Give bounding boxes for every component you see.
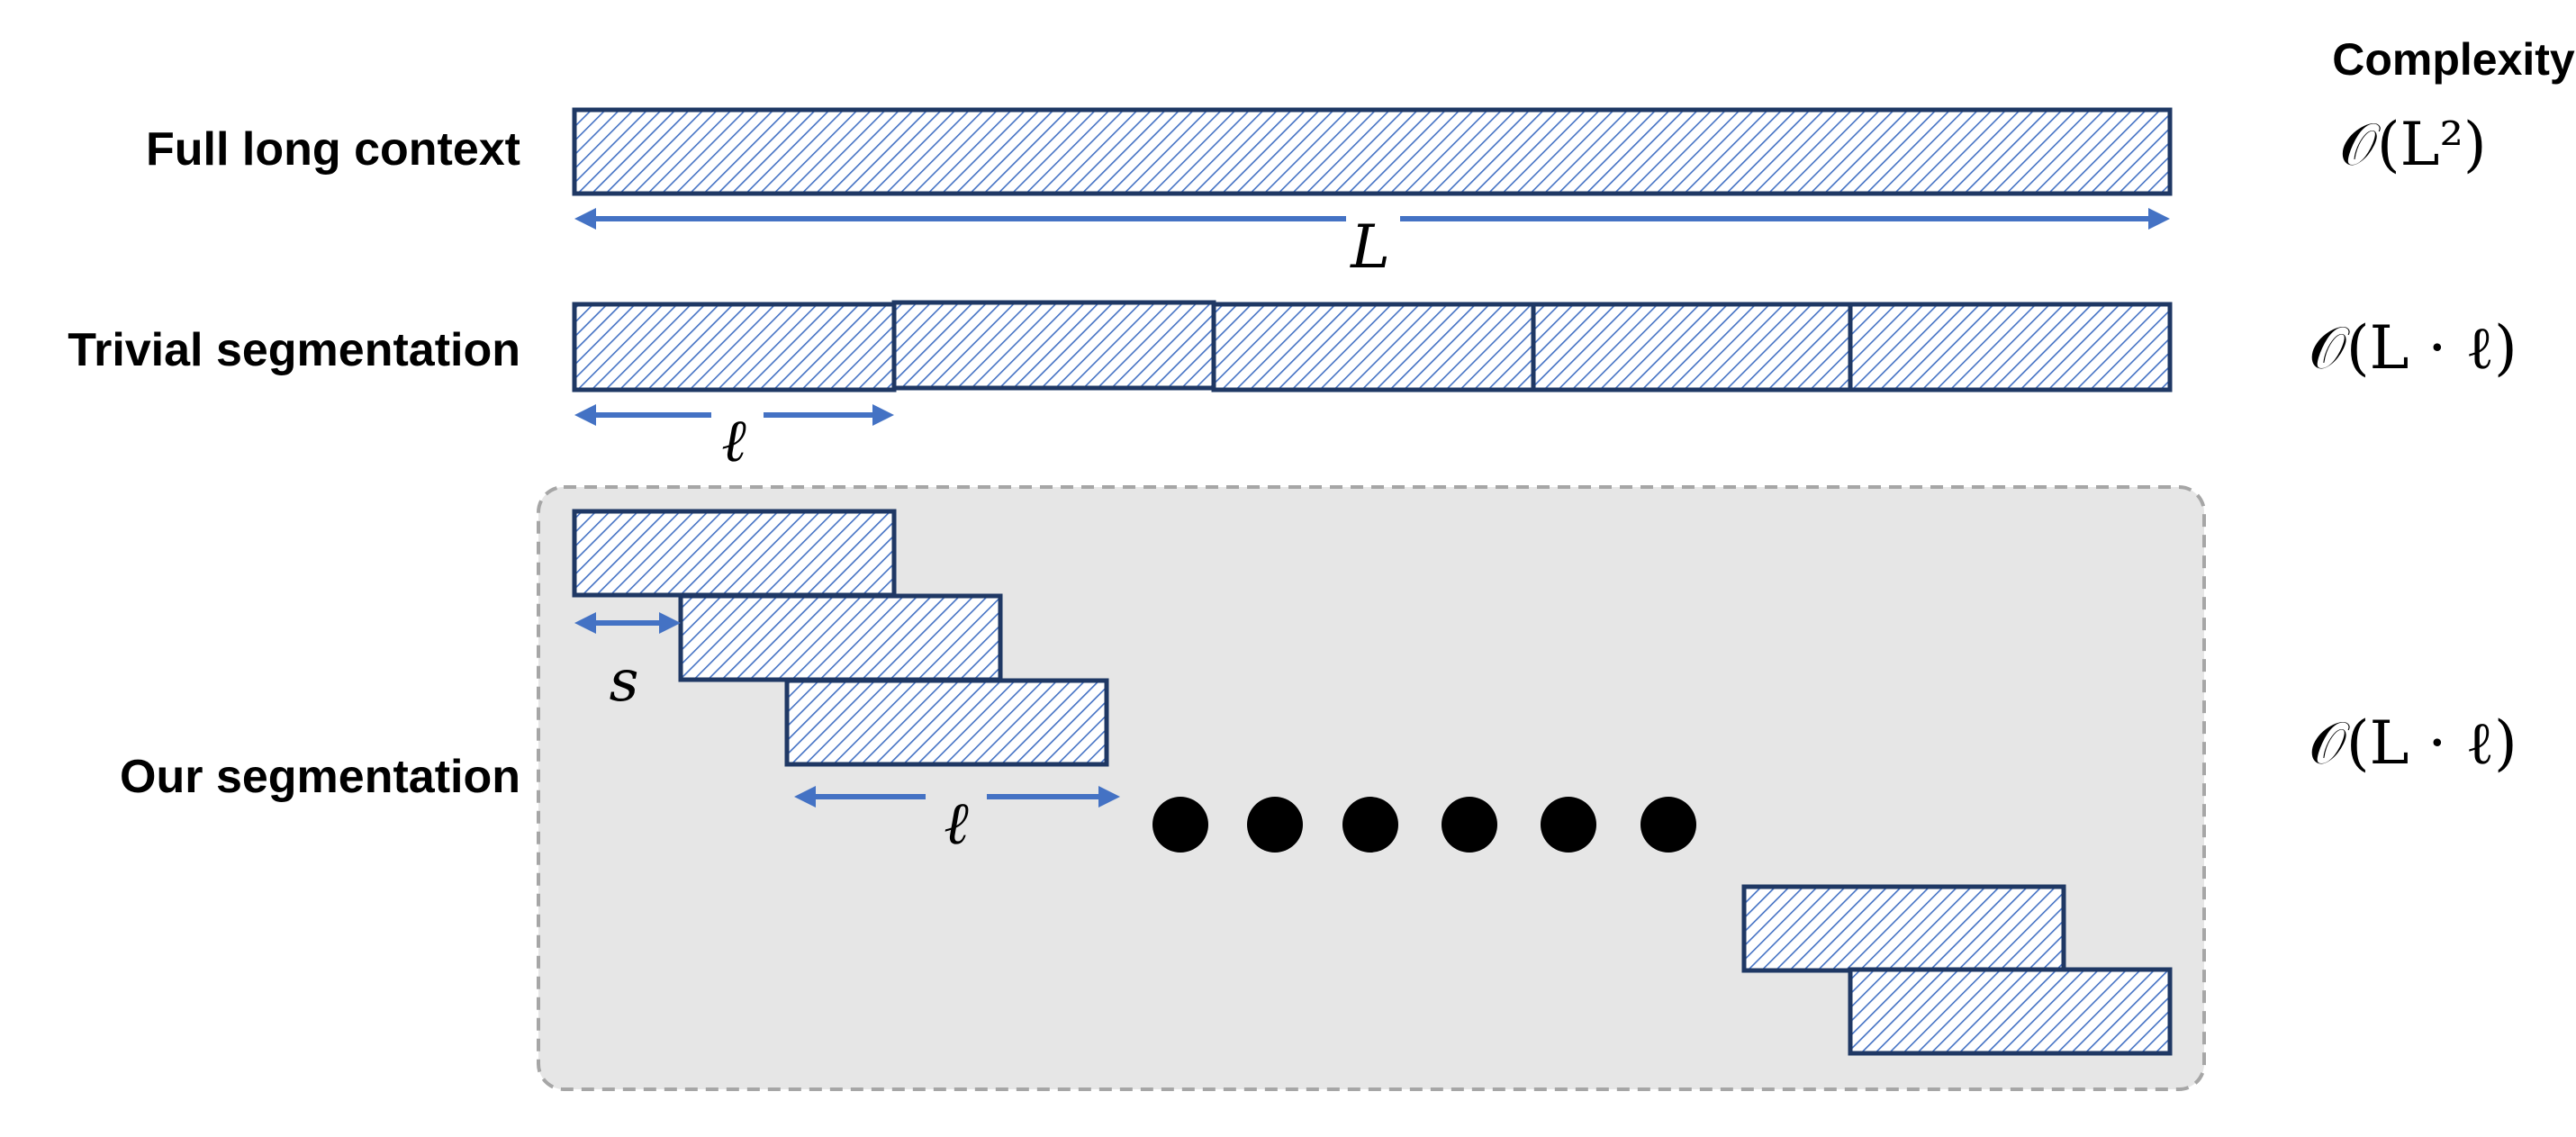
trivial-segment-5: [1848, 302, 2173, 393]
full-context-bar: [572, 107, 2173, 196]
trivial-segment-4: [1531, 302, 1853, 393]
ellipsis-dots-icon: [1152, 797, 1696, 853]
row-label-trivial-segmentation: Trivial segmentation: [68, 324, 520, 376]
complexity-header: Complexity: [2332, 34, 2575, 85]
complexity-trivial-segmentation: 𝒪(L · ℓ): [2309, 313, 2517, 383]
sliding-segment-1: [572, 509, 897, 598]
window-label-ell: ℓ: [944, 789, 969, 858]
length-label-L: L: [1350, 212, 1390, 282]
trivial-segment-2: [891, 300, 1216, 391]
sliding-segment-3: [784, 678, 1109, 767]
trivial-segment-1: [572, 302, 897, 393]
trivial-segment-3: [1211, 302, 1536, 393]
row-label-our-segmentation: Our segmentation: [120, 751, 520, 803]
sliding-segment-last-2: [1848, 967, 2173, 1056]
row-label-full-long-context: Full long context: [146, 123, 520, 176]
sliding-segment-2: [678, 593, 1003, 682]
stride-label-s: s: [610, 648, 639, 715]
complexity-our-segmentation: 𝒪(L · ℓ): [2309, 708, 2517, 778]
sliding-segment-last-1: [1741, 884, 2066, 973]
segment-label-ell: ℓ: [721, 406, 746, 475]
complexity-full-context: 𝒪(L²): [2339, 110, 2486, 179]
